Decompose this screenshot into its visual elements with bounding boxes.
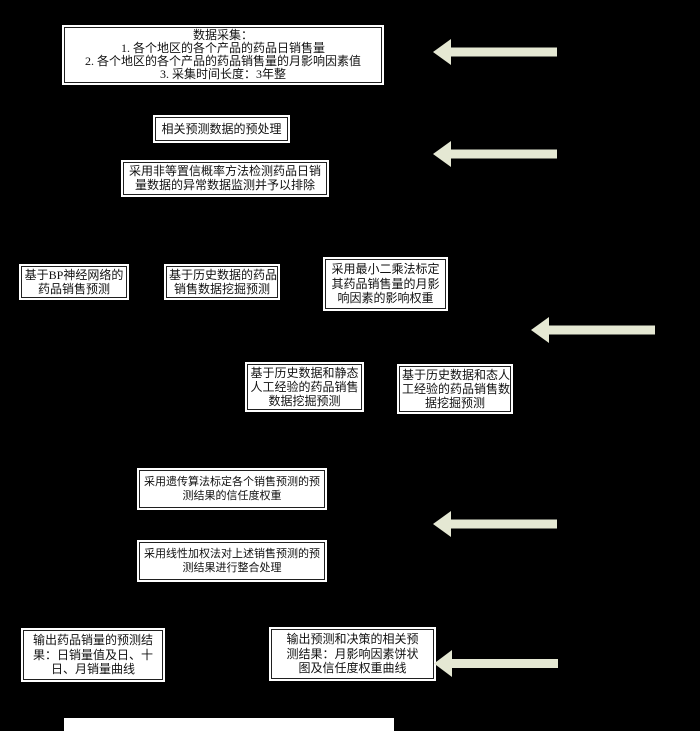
flow-box-dynamic-experience-forecast: 基于历史数据和态人 工经验的药品销售数 据挖掘预测 <box>399 366 511 412</box>
cropped-box-fragment <box>64 718 394 731</box>
text-line: 采用遗传算法标定各个销售预测的预 <box>144 476 320 488</box>
text-line: 采用最小二乘法标定 <box>331 262 440 276</box>
text-line: 量数据的异常数据监测并予以排除 <box>134 177 315 192</box>
left-arrow-icon <box>433 141 557 167</box>
text-line: 采用非等置信概率方法检测药品日销 <box>128 164 321 178</box>
text-line: 测结果：月影响因素饼状 <box>286 646 419 661</box>
text-line: 输出药品销量的预测结 <box>32 633 153 647</box>
text-line: 测结果的信任度权重 <box>182 490 282 502</box>
flow-box-output-sales-result: 输出药品销量的预测结 果：日销量值及日、十 日、月销量曲线 <box>23 630 163 680</box>
text-line: 果：日销量值及日、十 <box>32 647 153 662</box>
flow-box-bp-network-forecast: 基于BP神经网络的 药品销售预测 <box>21 266 127 298</box>
text-line: 图及信任度权重曲线 <box>298 661 407 675</box>
text-line: 数据挖掘预测 <box>268 394 341 408</box>
flow-box-history-mining-forecast: 基于历史数据的药品 销售数据挖掘预测 <box>166 266 278 298</box>
text-line: 基于历史数据的药品 <box>169 268 278 282</box>
flow-box-output-decision-result: 输出预测和决策的相关预 测结果：月影响因素饼状 图及信任度权重曲线 <box>271 629 434 679</box>
left-arrow-icon <box>434 650 558 677</box>
text-line: 采用线性加权法对上述销售预测的预 <box>144 548 320 560</box>
flow-box-data-collection: 数据采集： 1. 各个地区的各个产品的药品日销售量 2. 各个地区的各个产品的药… <box>64 27 382 83</box>
flow-box-linear-weighting-merge: 采用线性加权法对上述销售预测的预 测结果进行整合处理 <box>139 542 325 580</box>
left-arrow-icon <box>531 317 655 343</box>
text-line: 相关预测数据的预处理 <box>161 122 282 136</box>
text-line: 输出预测和决策的相关预 <box>286 632 419 646</box>
text-line: 据挖掘预测 <box>424 396 485 410</box>
text-line: 其药品销售量的月影 <box>331 276 440 291</box>
text-line: 基于历史数据和静态 <box>250 366 359 380</box>
flow-box-preprocessing: 相关预测数据的预处理 <box>155 117 288 141</box>
flow-box-static-experience-forecast: 基于历史数据和静态 人工经验的药品销售 数据挖掘预测 <box>247 364 362 410</box>
left-arrow-icon <box>433 511 557 537</box>
text-line: 2. 各个地区的各个产品的药品销售量的月影响因素值 <box>84 54 361 68</box>
flow-box-least-squares-weights: 采用最小二乘法标定 其药品销售量的月影 响因素的影响权重 <box>325 259 446 309</box>
flow-box-genetic-algorithm-weights: 采用遗传算法标定各个销售预测的预 测结果的信任度权重 <box>139 470 325 508</box>
flow-box-anomaly-detection: 采用非等置信概率方法检测药品日销 量数据的异常数据监测并予以排除 <box>123 162 327 195</box>
text-line: 工经验的药品销售数 <box>402 382 511 396</box>
text-line: 数据采集： <box>192 28 253 42</box>
text-line: 1. 各个地区的各个产品的药品日销售量 <box>120 41 325 55</box>
text-line: 3. 采集时间长度：3年整 <box>159 67 286 81</box>
text-line: 日、月销量曲线 <box>50 662 135 676</box>
text-line: 响因素的影响权重 <box>337 291 434 305</box>
text-line: 人工经验的药品销售 <box>250 380 359 394</box>
left-arrow-icon <box>433 39 557 65</box>
text-line: 基于历史数据和态人 <box>402 368 511 382</box>
text-line: 测结果进行整合处理 <box>182 562 282 574</box>
text-line: 药品销售预测 <box>37 282 110 296</box>
text-line: 销售数据挖掘预测 <box>173 282 270 296</box>
text-line: 基于BP神经网络的 <box>24 268 124 282</box>
